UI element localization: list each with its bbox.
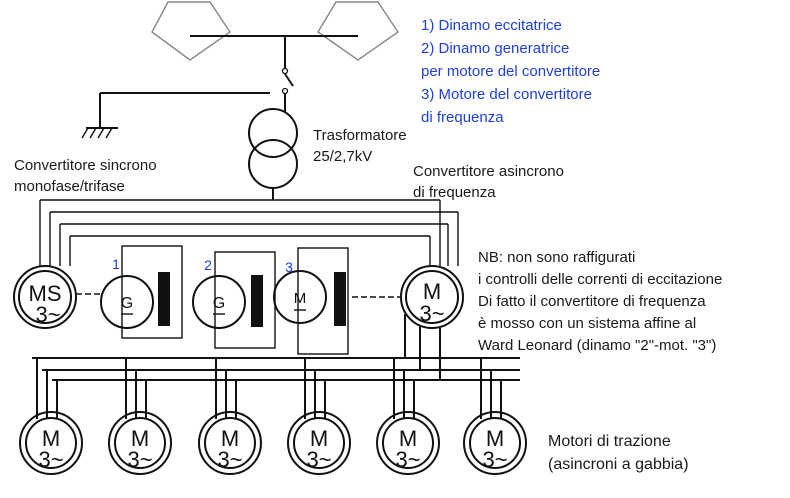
- ms-bottom: 3~: [35, 302, 60, 327]
- transformer-icon: [248, 108, 298, 200]
- note-line: è mosso con un sistema affine al: [478, 315, 696, 332]
- converter-motor-m3: M 3: [273, 259, 327, 324]
- traction-motor-bottom: 3~: [38, 447, 63, 472]
- note-line: i controlli delle correnti di eccitazion…: [478, 271, 722, 288]
- g2-label: G: [213, 295, 225, 312]
- field-winding-2: [251, 275, 263, 327]
- note-line: Ward Leonard (dinamo "2"-mot. "3"): [478, 337, 716, 354]
- traction-motor: M3~: [108, 358, 172, 475]
- legend: 1) Dinamo eccitatrice 2) Dinamo generatr…: [421, 17, 600, 126]
- transformer-output-wires: [39, 199, 441, 266]
- sync-converter-label: Convertitore sincrono: [14, 157, 157, 174]
- traction-motors: M3~M3~M3~M3~M3~M3~: [19, 358, 527, 475]
- catenary-bus: [190, 35, 358, 68]
- ground-icon: [81, 92, 270, 139]
- pantograph-right: [317, 1, 399, 61]
- traction-motor-top: M: [486, 426, 504, 451]
- traction-motor-bottom: 3~: [127, 447, 152, 472]
- note-line: Di fatto il convertitore di frequenza: [478, 293, 706, 310]
- shafts: [76, 293, 402, 298]
- m3-number: 3: [285, 259, 293, 275]
- note: NB: non sono raffigurati i controlli del…: [478, 249, 722, 354]
- legend-line: 1) Dinamo eccitatrice: [421, 17, 562, 34]
- main-switch-icon: [281, 67, 294, 112]
- transformer-rating: 25/2,7kV: [313, 148, 372, 165]
- traction-motor-top: M: [399, 426, 417, 451]
- field-winding-3: [334, 272, 346, 326]
- async-frequency-converter: M 3~: [400, 265, 464, 329]
- legend-line: 3) Motore del convertitore: [421, 86, 592, 103]
- traction-motor-top: M: [310, 426, 328, 451]
- traction-motor-bottom: 3~: [217, 447, 242, 472]
- legend-line: per motore del convertitore: [421, 63, 600, 80]
- generator-dynamo-g2: G 2: [192, 257, 246, 329]
- traction-motor: M3~: [198, 358, 262, 475]
- async-converter-label: Convertitore asincrono: [413, 163, 564, 180]
- legend-line: di frequenza: [421, 109, 504, 126]
- legend-line: 2) Dinamo generatrice: [421, 40, 569, 57]
- excitation-dynamo-g1: G 1: [100, 256, 154, 329]
- note-line: NB: non sono raffigurati: [478, 249, 635, 266]
- traction-motor-top: M: [131, 426, 149, 451]
- ms-top: MS: [29, 281, 62, 306]
- traction-motor: M3~: [19, 358, 83, 475]
- traction-motor-top: M: [221, 426, 239, 451]
- synchronous-converter-ms: MS 3~: [13, 265, 77, 329]
- transformer-name: Trasformatore: [313, 127, 407, 144]
- pantograph-left: [151, 1, 231, 61]
- mc-bottom: 3~: [419, 301, 444, 326]
- g2-number: 2: [204, 257, 212, 273]
- m3-label: M: [294, 290, 307, 307]
- g1-label: G: [121, 295, 133, 312]
- converter-bus-wires: [49, 211, 459, 266]
- traction-motor-bottom: 3~: [482, 447, 507, 472]
- traction-motor: M3~: [287, 358, 351, 475]
- traction-bus-wires: [32, 314, 520, 381]
- traction-motor: M3~: [376, 358, 440, 475]
- traction-label: Motori di trazione: [548, 433, 671, 450]
- traction-label: (asincroni a gabbia): [548, 456, 689, 473]
- traction-motor-bottom: 3~: [306, 447, 331, 472]
- async-converter-label: di frequenza: [413, 184, 496, 201]
- traction-motor-top: M: [42, 426, 60, 451]
- sync-converter-label: monofase/trifase: [14, 178, 125, 195]
- traction-motor-bottom: 3~: [395, 447, 420, 472]
- g1-number: 1: [112, 256, 120, 272]
- field-winding-1: [158, 272, 170, 326]
- traction-motor: M3~: [463, 358, 527, 475]
- excitation-wires: [121, 245, 349, 355]
- mc-top: M: [423, 279, 441, 304]
